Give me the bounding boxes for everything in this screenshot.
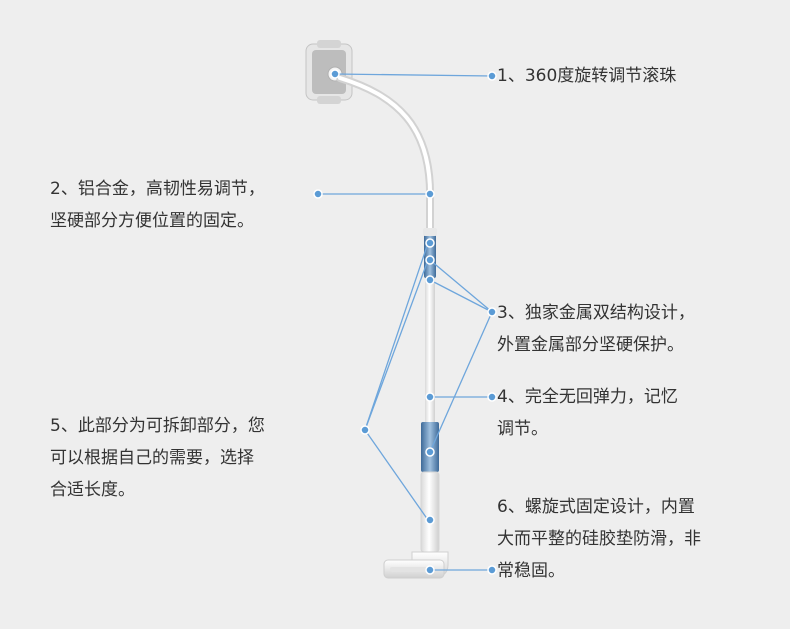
callout-6-line-1: 6、螺旋式固定设计，内置 <box>497 497 695 517</box>
callout-5-line-2: 可以根据自己的需要，选择 <box>50 448 254 468</box>
callout-dot <box>313 189 323 199</box>
callout-dot <box>487 392 497 402</box>
callout-dots <box>313 69 497 575</box>
callout-2-line-1: 2、铝合金，高韧性易调节， <box>50 179 265 199</box>
callout-4-line-1: 4、完全无回弹力，记忆 <box>497 387 678 407</box>
callout-dot <box>425 255 435 265</box>
phone-clamp-head <box>305 40 353 104</box>
callout-dot <box>487 565 497 575</box>
callout-line-5b <box>364 259 429 431</box>
callout-5-line-3: 合适长度。 <box>50 480 135 500</box>
callout-4-line-2: 调节。 <box>497 419 548 439</box>
callout-dot <box>425 189 435 199</box>
callout-dot <box>425 238 435 248</box>
callout-3: 3、独家金属双结构设计， 外置金属部分坚硬保护。 <box>497 297 695 361</box>
clamp-base <box>383 551 449 579</box>
callout-dot <box>487 307 497 317</box>
detachable-segment <box>420 471 440 553</box>
callout-1: 1、360度旋转调节滚珠 <box>497 60 676 92</box>
callout-4: 4、完全无回弹力，记忆 调节。 <box>497 381 678 445</box>
callout-line-1 <box>334 73 493 77</box>
callout-dot <box>425 447 435 457</box>
callout-dot <box>360 425 370 435</box>
callout-dot <box>425 392 435 402</box>
callout-line-3a <box>429 259 493 313</box>
callout-2-line-2: 坚硬部分方便位置的固定。 <box>50 211 254 231</box>
callout-5: 5、此部分为可拆卸部分，您 可以根据自己的需要，选择 合适长度。 <box>50 410 265 506</box>
callout-line-3c <box>429 311 493 453</box>
callout-2: 2、铝合金，高韧性易调节， 坚硬部分方便位置的固定。 <box>50 173 265 237</box>
callout-line-5c <box>364 429 429 521</box>
main-pole <box>425 278 435 423</box>
callout-3-line-2: 外置金属部分坚硬保护。 <box>497 335 684 355</box>
callout-line-3b <box>429 279 493 313</box>
callout-dot <box>330 69 340 79</box>
callout-6-line-3: 常稳固。 <box>497 561 565 581</box>
callout-dot <box>425 275 435 285</box>
callout-5-line-1: 5、此部分为可拆卸部分，您 <box>50 416 265 436</box>
callout-6: 6、螺旋式固定设计，内置 大而平整的硅胶垫防滑，非 常稳固。 <box>497 491 701 587</box>
callout-1-line-1: 1、360度旋转调节滚珠 <box>497 66 677 86</box>
callout-3-line-1: 3、独家金属双结构设计， <box>497 303 695 323</box>
callout-dot <box>487 71 497 81</box>
callout-line-5a <box>364 242 429 431</box>
lower-metal-segment <box>421 422 439 472</box>
callout-6-line-2: 大而平整的硅胶垫防滑，非 <box>497 529 701 549</box>
callout-dot <box>425 565 435 575</box>
callout-dot <box>425 515 435 525</box>
callout-lines <box>318 73 493 571</box>
